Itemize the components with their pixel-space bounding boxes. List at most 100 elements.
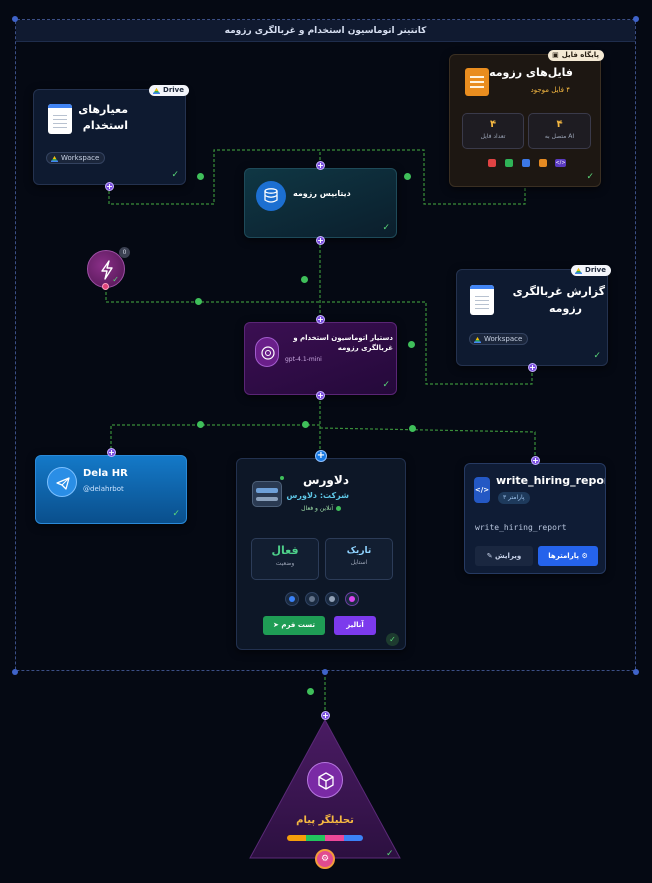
dolores-title: دلاورس bbox=[302, 473, 349, 487]
params-button[interactable]: ⚙ پارامترها bbox=[538, 546, 598, 566]
database-output-port[interactable]: + bbox=[316, 236, 325, 245]
check-icon: ✓ bbox=[382, 223, 390, 233]
params-count-label: پارامتر ۳ bbox=[503, 494, 525, 501]
container-handle-bl[interactable] bbox=[12, 669, 18, 675]
wire-junction bbox=[408, 341, 415, 348]
criteria-node[interactable]: Drive معیارهای استخدام Workspace ✓ bbox=[33, 85, 189, 185]
dolores-input-port[interactable]: + bbox=[315, 450, 327, 462]
stat-status-value: فعال bbox=[271, 544, 299, 557]
container-title: کانتینر اتوماسیون استخدام و غربالگری رزو… bbox=[16, 20, 635, 42]
lightning-icon bbox=[101, 260, 113, 280]
assistant-title: دستیار اتوماسیون استخدام و غربالگری رزوم… bbox=[285, 333, 393, 353]
pencil-icon: ✎ bbox=[486, 552, 493, 560]
files-title: فایل‌های رزومه bbox=[489, 66, 573, 79]
doc-file-icon bbox=[522, 159, 530, 167]
dolores-company: شرکت: دلاورس bbox=[286, 491, 349, 500]
dolores-stat-style: تاریک استایل bbox=[325, 538, 393, 580]
wire-junction bbox=[197, 421, 204, 428]
drive-icon bbox=[153, 87, 161, 94]
analyze-button-label: آنالیز bbox=[346, 621, 364, 629]
workspace-chip-label: Workspace bbox=[484, 335, 523, 343]
wire-junction bbox=[307, 688, 314, 695]
trigger-output-port[interactable] bbox=[102, 283, 109, 290]
sheet-file-icon bbox=[505, 159, 513, 167]
theme-gray-option[interactable] bbox=[325, 592, 339, 606]
container-handle-br[interactable] bbox=[633, 669, 639, 675]
trigger-count-badge: 0 bbox=[119, 247, 130, 258]
stat-count-label: تعداد فایل bbox=[480, 133, 506, 140]
analyze-button[interactable]: آنالیز bbox=[334, 616, 376, 635]
screening-report-node[interactable]: Drive گزارش غربالگری رزومه Workspace ✓ bbox=[456, 265, 611, 366]
telegram-title: Dela HR bbox=[83, 468, 128, 479]
status-text: آنلاین و فعال bbox=[301, 505, 333, 512]
container-handle-tl[interactable] bbox=[12, 16, 18, 22]
analyzer-input-port[interactable]: + bbox=[321, 711, 330, 720]
stat-count-value: ۴ bbox=[489, 119, 497, 130]
check-icon: ✓ bbox=[171, 170, 179, 180]
telegram-icon bbox=[47, 467, 77, 497]
file-stack-icon bbox=[465, 68, 489, 96]
drive-badge-label: Drive bbox=[163, 86, 184, 94]
settings-icon: ⚙ bbox=[320, 854, 330, 864]
params-button-label: پارامترها bbox=[548, 552, 579, 560]
stat-ai-value: ۴ bbox=[556, 119, 563, 130]
drive-badge: Drive bbox=[571, 265, 611, 276]
status-dot bbox=[336, 506, 341, 511]
test-form-button[interactable]: تست فرم ➤ bbox=[263, 616, 325, 635]
report-output-port[interactable]: + bbox=[528, 363, 537, 372]
dolores-stat-status: فعال وضعیت bbox=[251, 538, 319, 580]
assistant-output-port[interactable]: + bbox=[316, 391, 325, 400]
theme-blue-option[interactable] bbox=[285, 592, 299, 606]
stat-style-label: استایل bbox=[350, 559, 368, 566]
model-label: gpt-4.1-mini bbox=[285, 356, 322, 363]
workspace-chip: Workspace bbox=[469, 333, 529, 345]
edit-button[interactable]: ویرایش ✎ bbox=[475, 546, 533, 566]
report-title: گزارش غربالگری رزومه bbox=[505, 283, 605, 317]
drive-badge-label: Drive bbox=[585, 266, 606, 274]
criteria-output-port[interactable]: + bbox=[105, 182, 114, 191]
container-handle-tr[interactable] bbox=[633, 16, 639, 22]
telegram-bot-node[interactable]: Dela HR @delahrbot ✓ bbox=[35, 455, 187, 524]
dolores-agent-node[interactable]: دلاورس شرکت: دلاورس آنلاین و فعال فعال و… bbox=[236, 458, 406, 650]
google-docs-icon bbox=[48, 104, 72, 134]
telegram-input-port[interactable]: + bbox=[107, 448, 116, 457]
folder-icon: ▣ bbox=[552, 51, 559, 59]
workspace-chip: Workspace bbox=[46, 152, 106, 164]
ai-assistant-node[interactable]: دستیار اتوماسیون استخدام و غربالگری رزوم… bbox=[244, 322, 397, 395]
google-docs-icon bbox=[470, 285, 494, 315]
telegram-handle: @delahrbot bbox=[83, 485, 124, 493]
image-file-icon bbox=[539, 159, 547, 167]
analyzer-output-port[interactable]: ⚙ bbox=[315, 849, 335, 869]
drive-icon bbox=[575, 267, 583, 274]
analyzer-title: تحلیلگر پیام bbox=[296, 815, 354, 826]
tool-description: write_hiring_report bbox=[475, 523, 567, 532]
check-icon: ✓ bbox=[586, 172, 594, 182]
report-title-line2: رزومه bbox=[549, 302, 582, 315]
resume-files-node[interactable]: ▣ پایگاه فایل فایل‌های رزومه ۴ فایل موجو… bbox=[449, 50, 604, 187]
edit-button-label: ویرایش bbox=[495, 552, 522, 560]
file-base-badge: ▣ پایگاه فایل bbox=[548, 50, 604, 61]
write-hiring-report-tool-node[interactable]: </> write_hiring_report پارامتر ۳ write_… bbox=[464, 463, 606, 574]
wire-junction bbox=[195, 298, 202, 305]
analyzer-progress-strip bbox=[287, 835, 363, 841]
wire-junction bbox=[197, 173, 204, 180]
drive-icon bbox=[474, 336, 481, 343]
database-input-port[interactable]: + bbox=[316, 161, 325, 170]
stat-ai-connected: ۴ AI متصل به bbox=[528, 113, 591, 149]
dolores-status: آنلاین و فعال bbox=[301, 505, 341, 512]
code-icon: </> bbox=[474, 477, 490, 503]
check-icon: ✓ bbox=[386, 849, 394, 859]
check-icon: ✓ bbox=[593, 351, 601, 361]
stat-status-label: وضعیت bbox=[275, 560, 295, 567]
resume-database-node[interactable]: دیتابیس رزومه ✓ bbox=[244, 168, 397, 238]
theme-slate-option[interactable] bbox=[305, 592, 319, 606]
gear-icon: ⚙ bbox=[581, 552, 588, 560]
database-title: دیتابیس رزومه bbox=[293, 189, 351, 198]
stat-style-value: تاریک bbox=[346, 546, 372, 556]
container-handle-bottom[interactable] bbox=[322, 669, 328, 675]
assistant-input-port[interactable]: + bbox=[316, 315, 325, 324]
online-dot bbox=[279, 475, 285, 481]
tool-input-port[interactable]: + bbox=[531, 456, 540, 465]
check-icon: ✓ bbox=[172, 509, 180, 519]
theme-pink-option[interactable] bbox=[345, 592, 359, 606]
